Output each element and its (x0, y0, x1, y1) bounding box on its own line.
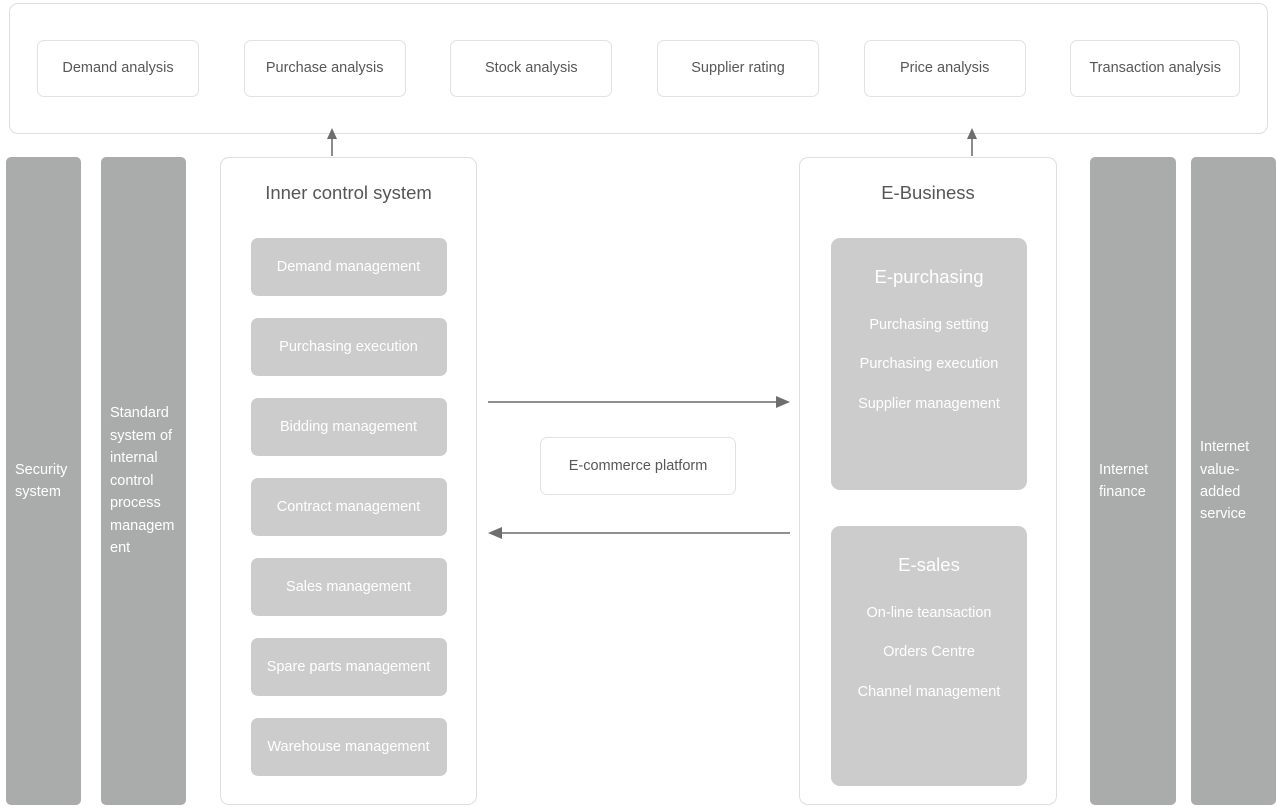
analysis-chip-price[interactable]: Price analysis (863, 40, 1026, 97)
group-card-e-purchasing: E-purchasing Purchasing setting Purchasi… (831, 238, 1027, 490)
group-item-channel-management[interactable]: Channel management (857, 683, 1001, 700)
panel-inner-control-system: Inner control system Demand management P… (220, 157, 477, 805)
side-band-internet-finance: Internet finance (1090, 157, 1176, 805)
arrow-up-icon-inner-control (318, 128, 346, 156)
side-band-standard-system: Standard system of internal control proc… (101, 157, 186, 805)
analysis-chip-label: Price analysis (899, 60, 990, 77)
module-chip-label: Spare parts management (266, 658, 431, 675)
analysis-chip-label: Demand analysis (62, 60, 174, 77)
panel-title-inner-control: Inner control system (265, 182, 432, 203)
module-chip-warehouse-management[interactable]: Warehouse management (250, 718, 447, 776)
side-band-label: Internet finance (1099, 461, 1149, 500)
group-title-e-purchasing: E-purchasing (874, 266, 984, 287)
analysis-bar: Demand analysis Purchase analysis Stock … (9, 3, 1268, 134)
analysis-chip-label: Transaction analysis (1089, 60, 1221, 77)
analysis-chip-demand[interactable]: Demand analysis (37, 40, 199, 97)
group-item-supplier-management[interactable]: Supplier management (858, 395, 1000, 412)
analysis-chip-label: Stock analysis (485, 60, 578, 77)
arrow-left-icon-business-to-inner (488, 523, 790, 543)
side-band-label: Internet value-added service (1200, 439, 1250, 523)
module-chip-contract-management[interactable]: Contract management (250, 478, 447, 536)
side-band-label: Security system (15, 461, 68, 500)
side-band-label: Standard system of internal control proc… (110, 405, 175, 557)
analysis-chip-label: Supplier rating (691, 60, 785, 77)
side-band-internet-value-added-service: Internet value-added service (1191, 157, 1276, 805)
group-item-purchasing-execution[interactable]: Purchasing execution (859, 356, 999, 372)
module-chip-purchasing-execution[interactable]: Purchasing execution (250, 318, 447, 376)
panel-e-business: E-Business E-purchasing Purchasing setti… (799, 157, 1057, 805)
side-band-security-system: Security system (6, 157, 81, 805)
arrow-right-icon-inner-to-business (488, 392, 790, 412)
group-item-online-transaction[interactable]: On-line teansaction (866, 604, 992, 621)
analysis-chip-stock[interactable]: Stock analysis (450, 40, 613, 97)
panel-title-e-business: E-Business (881, 182, 975, 203)
e-commerce-platform-box[interactable]: E-commerce platform (540, 437, 736, 495)
group-title-e-sales: E-sales (898, 554, 960, 575)
module-chip-label: Contract management (276, 498, 421, 515)
e-commerce-platform-label: E-commerce platform (568, 457, 708, 474)
analysis-chip-purchase[interactable]: Purchase analysis (243, 40, 406, 97)
analysis-chip-transaction[interactable]: Transaction analysis (1070, 40, 1240, 97)
module-chip-label: Purchasing execution (279, 338, 418, 355)
analysis-chip-label: Purchase analysis (265, 60, 384, 77)
group-item-orders-centre[interactable]: Orders Centre (883, 644, 975, 660)
analysis-chip-row: Demand analysis Purchase analysis Stock … (10, 4, 1267, 133)
module-chip-label: Bidding management (279, 418, 418, 435)
module-chip-label: Warehouse management (267, 738, 430, 755)
module-chip-label: Sales management (286, 578, 411, 595)
module-chip-bidding-management[interactable]: Bidding management (250, 398, 447, 456)
inner-control-module-list: Demand management Purchasing execution B… (221, 238, 476, 776)
group-card-e-sales: E-sales On-line teansaction Orders Centr… (831, 526, 1027, 786)
module-chip-sales-management[interactable]: Sales management (250, 558, 447, 616)
module-chip-label: Demand management (276, 258, 421, 275)
analysis-chip-supplier-rating[interactable]: Supplier rating (657, 40, 820, 97)
group-item-purchasing-setting[interactable]: Purchasing setting (869, 316, 989, 333)
module-chip-demand-management[interactable]: Demand management (250, 238, 447, 296)
arrow-up-icon-e-business (958, 128, 986, 156)
module-chip-spare-parts-management[interactable]: Spare parts management (250, 638, 447, 696)
